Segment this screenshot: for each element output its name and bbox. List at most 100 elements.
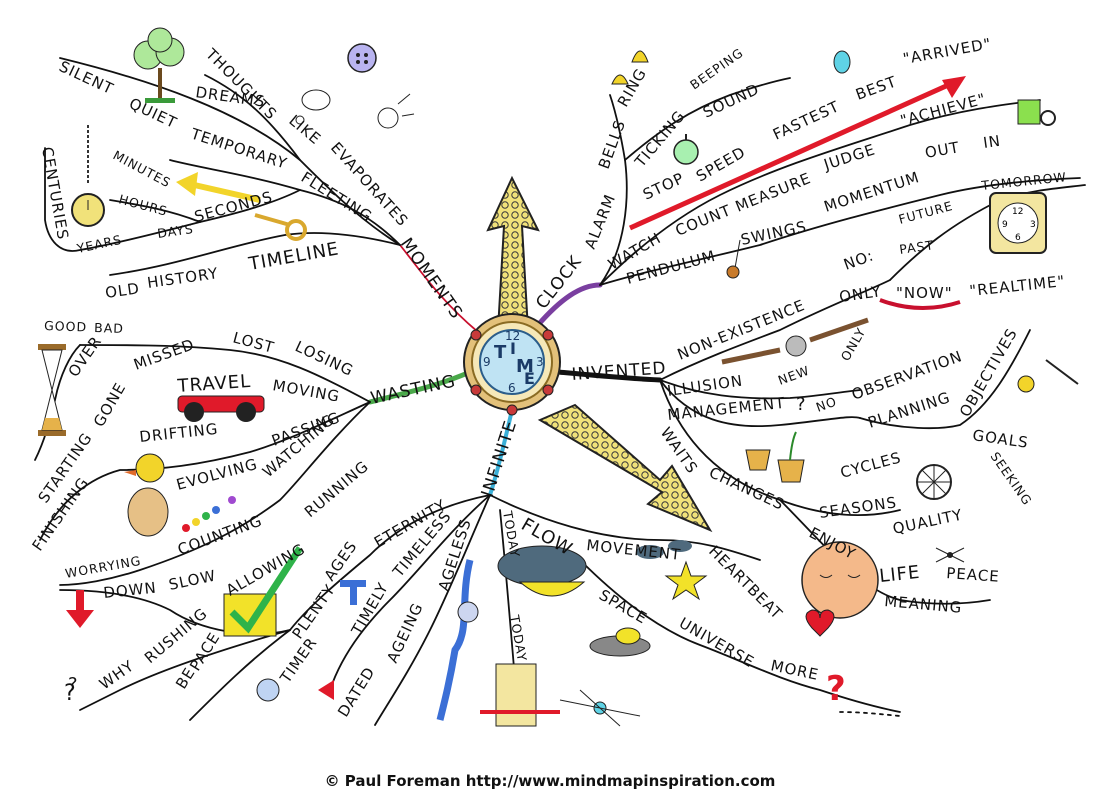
word-meaning: MEANING <box>884 592 963 617</box>
lightbulb-icon <box>377 93 415 129</box>
word-momentum: MOMENTUM <box>822 168 922 216</box>
dial-6: 6 <box>508 381 516 395</box>
word-silent: SILENT <box>56 57 116 98</box>
word-universe: UNIVERSE <box>676 614 758 671</box>
word-best: BEST <box>853 72 899 103</box>
word-beeping: BEEPING <box>687 45 746 93</box>
title-letter-m: M <box>516 356 534 377</box>
word-old: OLD <box>104 279 141 302</box>
word-running: RUNNING <box>301 457 372 521</box>
word-bells: BELLS <box>595 117 629 171</box>
word-bad: BAD <box>94 320 124 336</box>
word-slow: SLOW <box>167 566 218 594</box>
word-no: NO: <box>841 246 876 273</box>
word-moving: MOVING <box>271 376 341 406</box>
peace-arrows-icon <box>935 547 965 563</box>
hub-moments: MOMENTS <box>396 234 467 323</box>
word-realtime: "REALTIME" <box>969 272 1067 300</box>
word-objectives: OBJECTIVES <box>956 325 1021 420</box>
word-life: LIFE <box>878 562 921 587</box>
bell-icon <box>611 50 649 85</box>
word-hours: HOURS <box>117 191 169 218</box>
word-years: YEARS <box>75 232 124 256</box>
word-future: FUTURE <box>897 198 955 227</box>
svg-text:?: ? <box>64 681 76 706</box>
word-like: LIKE <box>285 111 324 148</box>
word-plenty: PLENTY <box>289 581 340 642</box>
branch-pace <box>189 629 291 721</box>
branch-eternity <box>289 494 491 631</box>
word-history: HISTORY <box>146 264 220 292</box>
red-achieve-arrow <box>628 76 966 231</box>
blue-drop-icon <box>833 50 851 74</box>
word-down: DOWN <box>103 578 158 601</box>
heart-icon <box>805 609 835 637</box>
word-allowing: ALLOWING <box>223 540 309 600</box>
star-icon <box>664 560 708 601</box>
storm-cloud-icon <box>497 545 587 597</box>
button-icon <box>347 43 377 73</box>
hub-wasting: WASTING <box>369 371 458 409</box>
t-shape-icon <box>340 580 366 605</box>
moments-limb <box>399 244 479 333</box>
word-losing: LOSING <box>292 337 356 380</box>
branch-ageless <box>374 494 491 726</box>
wasting-limb <box>367 369 473 405</box>
central-clock: 12 3 6 9 T I M E <box>463 313 561 416</box>
branch-hours <box>109 199 201 223</box>
word-management: MANAGEMENT <box>667 394 787 424</box>
planet-icon <box>589 627 651 657</box>
word-waits: WAITS <box>657 424 702 477</box>
svg-text:3: 3 <box>1030 220 1036 230</box>
word-gone: GONE <box>90 379 130 430</box>
chick-in-egg-icon <box>124 453 169 537</box>
svg-text:9: 9 <box>1002 220 1008 230</box>
word-new: NEW <box>776 363 812 388</box>
word-lost: LOST <box>231 328 277 356</box>
svg-text:6: 6 <box>1015 233 1021 243</box>
now-underline-icon <box>879 298 961 310</box>
sleeping-face-icon <box>801 541 879 619</box>
branch-planning <box>859 329 1031 430</box>
word-counting: COUNTING <box>175 511 265 558</box>
branch-timeline <box>109 232 401 276</box>
down-arrow-icon <box>66 590 94 628</box>
word-good: GOOD <box>44 318 87 334</box>
word-nonexistence: NON-EXISTENCE <box>675 296 808 364</box>
small-watch-icon <box>256 678 280 702</box>
branch-thoughts <box>204 74 301 161</box>
invented-limb <box>555 369 663 383</box>
green-timer-icon <box>1017 99 1056 126</box>
word-tomorrow: TOMORROW <box>980 169 1068 193</box>
word-in: IN <box>982 132 1002 152</box>
branch-watch <box>599 99 1041 286</box>
word-swings: SWINGS <box>739 217 808 249</box>
branch-alarm <box>599 94 628 286</box>
hub-infinite: INFINITE <box>478 418 522 500</box>
word-quality: QUALITY <box>891 506 964 538</box>
pendulum-bob-icon <box>726 239 741 279</box>
branch-timeless <box>329 494 491 691</box>
word-temporary: TEMPORARY <box>188 124 290 172</box>
word-more: MORE <box>769 656 820 684</box>
word-seeking: SEEKING <box>988 449 1036 508</box>
word-changes: CHANGES <box>706 463 787 513</box>
word-drifting: DRIFTING <box>139 420 220 446</box>
hourglass-icon <box>38 344 66 436</box>
spear-up <box>486 175 540 331</box>
svg-text:12: 12 <box>1012 207 1023 217</box>
word-worrying: WORRYING <box>64 553 143 581</box>
key-icon <box>254 213 307 241</box>
word-thoughts: THOUGHTS <box>201 44 280 123</box>
word-illusion: ILLUSION <box>666 372 744 400</box>
branch-seconds <box>44 147 301 252</box>
word-ageing: AGEING <box>383 600 427 666</box>
word-missed: MISSED <box>131 335 197 374</box>
branch-universe <box>579 559 901 713</box>
word-peace: PEACE <box>946 564 1001 586</box>
copyright-credit: © Paul Foreman http://www.mindmapinspira… <box>324 772 776 790</box>
word-days: DAYS <box>156 221 194 241</box>
dial-12: 12 <box>505 329 520 343</box>
svg-text:?: ? <box>826 669 846 709</box>
